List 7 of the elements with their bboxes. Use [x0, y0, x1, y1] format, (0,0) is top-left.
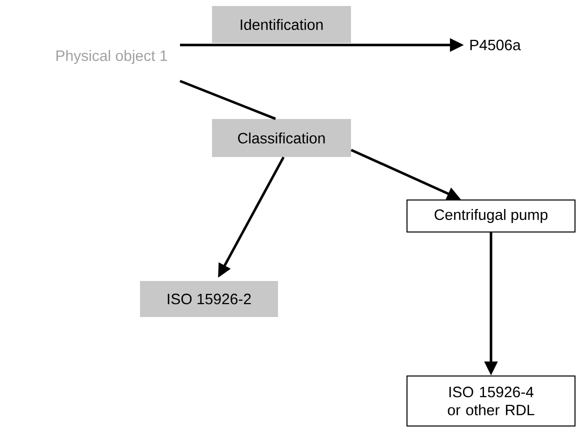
- class-box: Centrifugal pump: [406, 200, 576, 232]
- relation-box: Classification: [212, 119, 351, 157]
- library-box: ISO 15926-4 or other RDL: [406, 376, 576, 426]
- object-label: Physical object 1: [56, 50, 168, 64]
- standard-box: ISO 15926-2: [140, 281, 278, 317]
- identifier-label: P4506a: [470, 40, 521, 50]
- relation-box: Identification: [212, 6, 351, 43]
